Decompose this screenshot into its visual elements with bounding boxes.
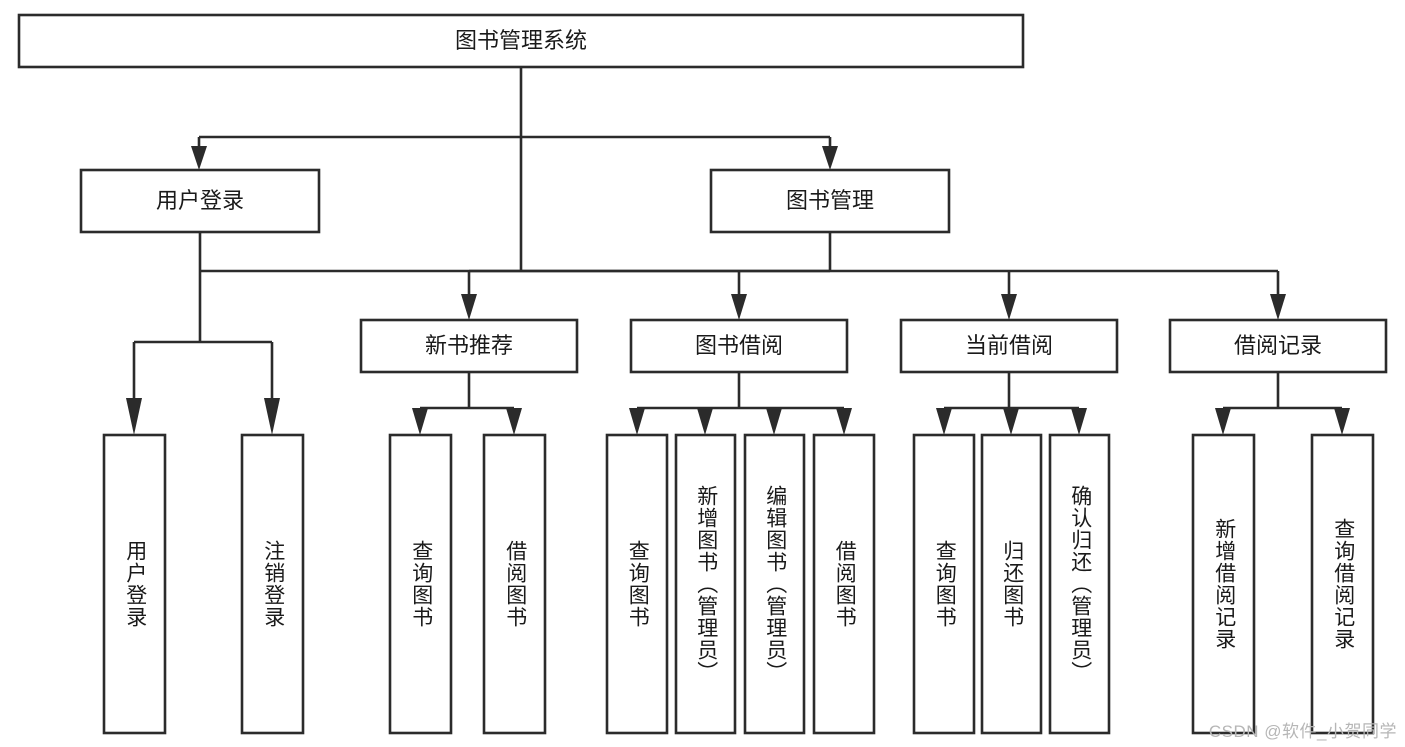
leaf-box-borrow-record-1[interactable] xyxy=(1310,433,1375,735)
leaf-box-new-book-0[interactable] xyxy=(388,433,453,735)
node-book-manage[interactable]: 图书管理 xyxy=(709,168,951,234)
node-book-manage-label: 图书管理 xyxy=(786,188,874,213)
arrowhead-cb-2 xyxy=(1071,408,1087,435)
arrowhead-bb-1 xyxy=(697,408,713,435)
arrowhead-level3-0 xyxy=(461,294,477,320)
node-borrow-record[interactable]: 借阅记录 xyxy=(1168,318,1388,374)
arrowhead-leaf-user-login-0 xyxy=(126,398,142,435)
arrowhead-level3-1 xyxy=(731,294,747,320)
arrowhead-user-login xyxy=(191,146,207,170)
arrowhead-level3-3 xyxy=(1270,294,1286,320)
leaf-box-new-book-1[interactable] xyxy=(482,433,547,735)
arrowhead-cb-1 xyxy=(1003,408,1019,435)
node-current-borrow[interactable]: 当前借阅 xyxy=(899,318,1119,374)
node-book-borrow-label: 图书借阅 xyxy=(695,333,783,358)
node-book-borrow[interactable]: 图书借阅 xyxy=(629,318,849,374)
leaf-box-borrow-record-0[interactable] xyxy=(1191,433,1256,735)
node-new-book-recommend-box[interactable] xyxy=(359,318,579,374)
arrowhead-bb-3 xyxy=(836,408,852,435)
node-root-box[interactable] xyxy=(17,13,1025,69)
leaf-box-current-borrow-1[interactable] xyxy=(980,433,1043,735)
arrowhead-bb-2 xyxy=(766,408,782,435)
arrowhead-nb-1 xyxy=(506,408,522,435)
arrowhead-nb-0 xyxy=(412,408,428,435)
node-book-manage-box[interactable] xyxy=(709,168,951,234)
node-new-book-recommend[interactable]: 新书推荐 xyxy=(359,318,579,374)
node-user-login[interactable]: 用户登录 xyxy=(79,168,321,234)
arrowhead-level3-2 xyxy=(1001,294,1017,320)
arrowhead-book-manage xyxy=(822,146,838,170)
leaf-box-book-borrow-0[interactable] xyxy=(605,433,669,735)
node-root[interactable]: 图书管理系统 xyxy=(17,13,1025,69)
node-root-label: 图书管理系统 xyxy=(455,28,587,53)
node-current-borrow-label: 当前借阅 xyxy=(965,333,1053,358)
leaf-box-book-borrow-2[interactable] xyxy=(743,433,806,735)
leaf-box-book-borrow-3[interactable] xyxy=(812,433,876,735)
arrowhead-br-1 xyxy=(1334,408,1350,435)
leaf-box-current-borrow-2[interactable] xyxy=(1048,433,1111,735)
csdn-watermark: CSDN @软件_小贺同学 xyxy=(1208,722,1397,741)
node-user-login-label: 用户登录 xyxy=(156,188,244,213)
node-borrow-record-label: 借阅记录 xyxy=(1234,333,1322,358)
leaf-box-user-login-0[interactable] xyxy=(102,433,167,735)
node-new-book-recommend-label: 新书推荐 xyxy=(425,333,513,358)
leaf-box-user-login-1[interactable] xyxy=(240,433,305,735)
leaf-box-book-borrow-1[interactable] xyxy=(674,433,737,735)
arrowhead-leaf-user-login-1 xyxy=(264,398,280,435)
arrowhead-cb-0 xyxy=(936,408,952,435)
arrowhead-bb-0 xyxy=(629,408,645,435)
leaf-box-current-borrow-0[interactable] xyxy=(912,433,976,735)
arrowhead-br-0 xyxy=(1215,408,1231,435)
